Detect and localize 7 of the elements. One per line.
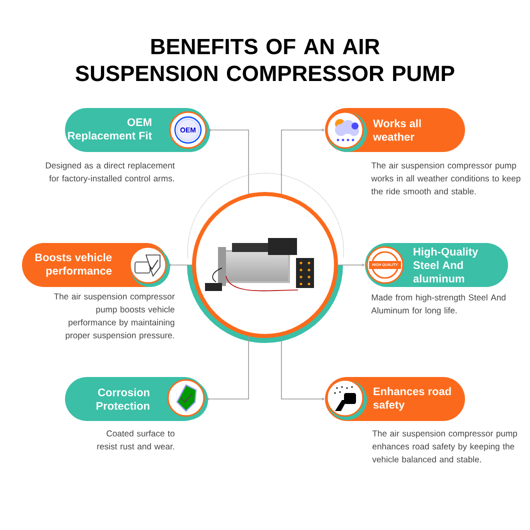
description: The air suspension compressor pump enhances road safety by keeping the vehicle balanced and stable.: [372, 430, 518, 462]
title: BENEFITS OF AN AIR SUSPENSION COMPRESSOR PUMP: [76, 38, 454, 82]
description: The air suspension compressor pump works in all weather conditions to keep the ride smooth and stable.: [371, 162, 520, 194]
description: Designed as a direct replacement for factory-installed control arms.: [46, 162, 175, 184]
description: The air suspension compressor pump boosts vehicle performance by maintaining proper suspension pressure.: [54, 293, 175, 340]
description: Coated surface to resist rust and wear.: [97, 430, 174, 450]
description: Made from high-strength Steel And Aluminum for long life.: [371, 294, 506, 316]
